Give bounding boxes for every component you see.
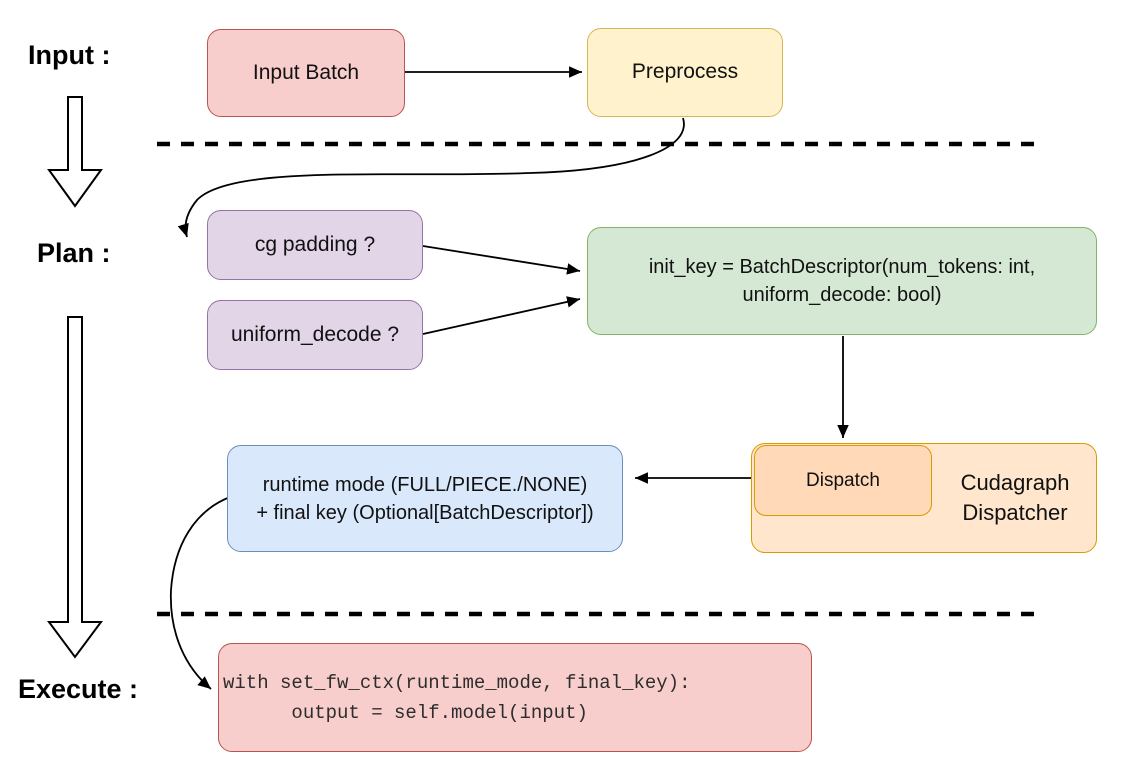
cudagraph-label-line2: Dispatcher	[962, 500, 1068, 525]
node-init-key: init_key = BatchDescriptor(num_tokens: i…	[587, 227, 1097, 335]
node-dispatch: Dispatch	[754, 445, 932, 516]
node-runtime-mode-line2: + final key (Optional[BatchDescriptor])	[256, 501, 594, 524]
node-preprocess-label: Preprocess	[631, 60, 739, 84]
execute-code-line2: output = self.model(input)	[223, 701, 588, 724]
node-cudagraph-dispatcher-label: Cudagraph Dispatcher	[933, 443, 1097, 553]
node-preprocess: Preprocess	[587, 28, 783, 117]
node-runtime-mode-line1: runtime mode (FULL/PIECE./NONE)	[262, 473, 588, 496]
stage-label-plan: Plan :	[37, 238, 111, 268]
node-uniform-decode-label: uniform_decode ?	[230, 322, 400, 346]
stage-label-execute: Execute :	[18, 674, 139, 704]
cudagraph-label-line1: Cudagraph	[960, 470, 1070, 495]
arrow-cg-padding-to-init-key	[422, 245, 581, 275]
stage-arrow-plan-to-execute	[47, 316, 103, 659]
node-runtime-mode: runtime mode (FULL/PIECE./NONE) + final …	[227, 445, 623, 552]
node-dispatch-label: Dispatch	[806, 469, 880, 491]
node-init-key-line2: uniform_decode: bool)	[742, 284, 942, 306]
stage-arrow-input-to-plan	[47, 96, 103, 208]
node-input-batch-label: Input Batch	[252, 60, 360, 84]
execute-code-line1: with set_fw_ctx(runtime_mode, final_key)…	[223, 671, 691, 694]
node-cg-padding: cg padding ?	[207, 210, 423, 280]
node-init-key-line1: init_key = BatchDescriptor(num_tokens: i…	[648, 256, 1036, 278]
stage-label-input: Input :	[28, 40, 111, 70]
node-input-batch: Input Batch	[207, 29, 405, 117]
arrow-uniform-decode-to-init-key	[422, 296, 581, 335]
node-uniform-decode: uniform_decode ?	[207, 300, 423, 370]
node-cg-padding-label: cg padding ?	[254, 232, 376, 256]
node-execute-code: with set_fw_ctx(runtime_mode, final_key)…	[218, 643, 812, 752]
